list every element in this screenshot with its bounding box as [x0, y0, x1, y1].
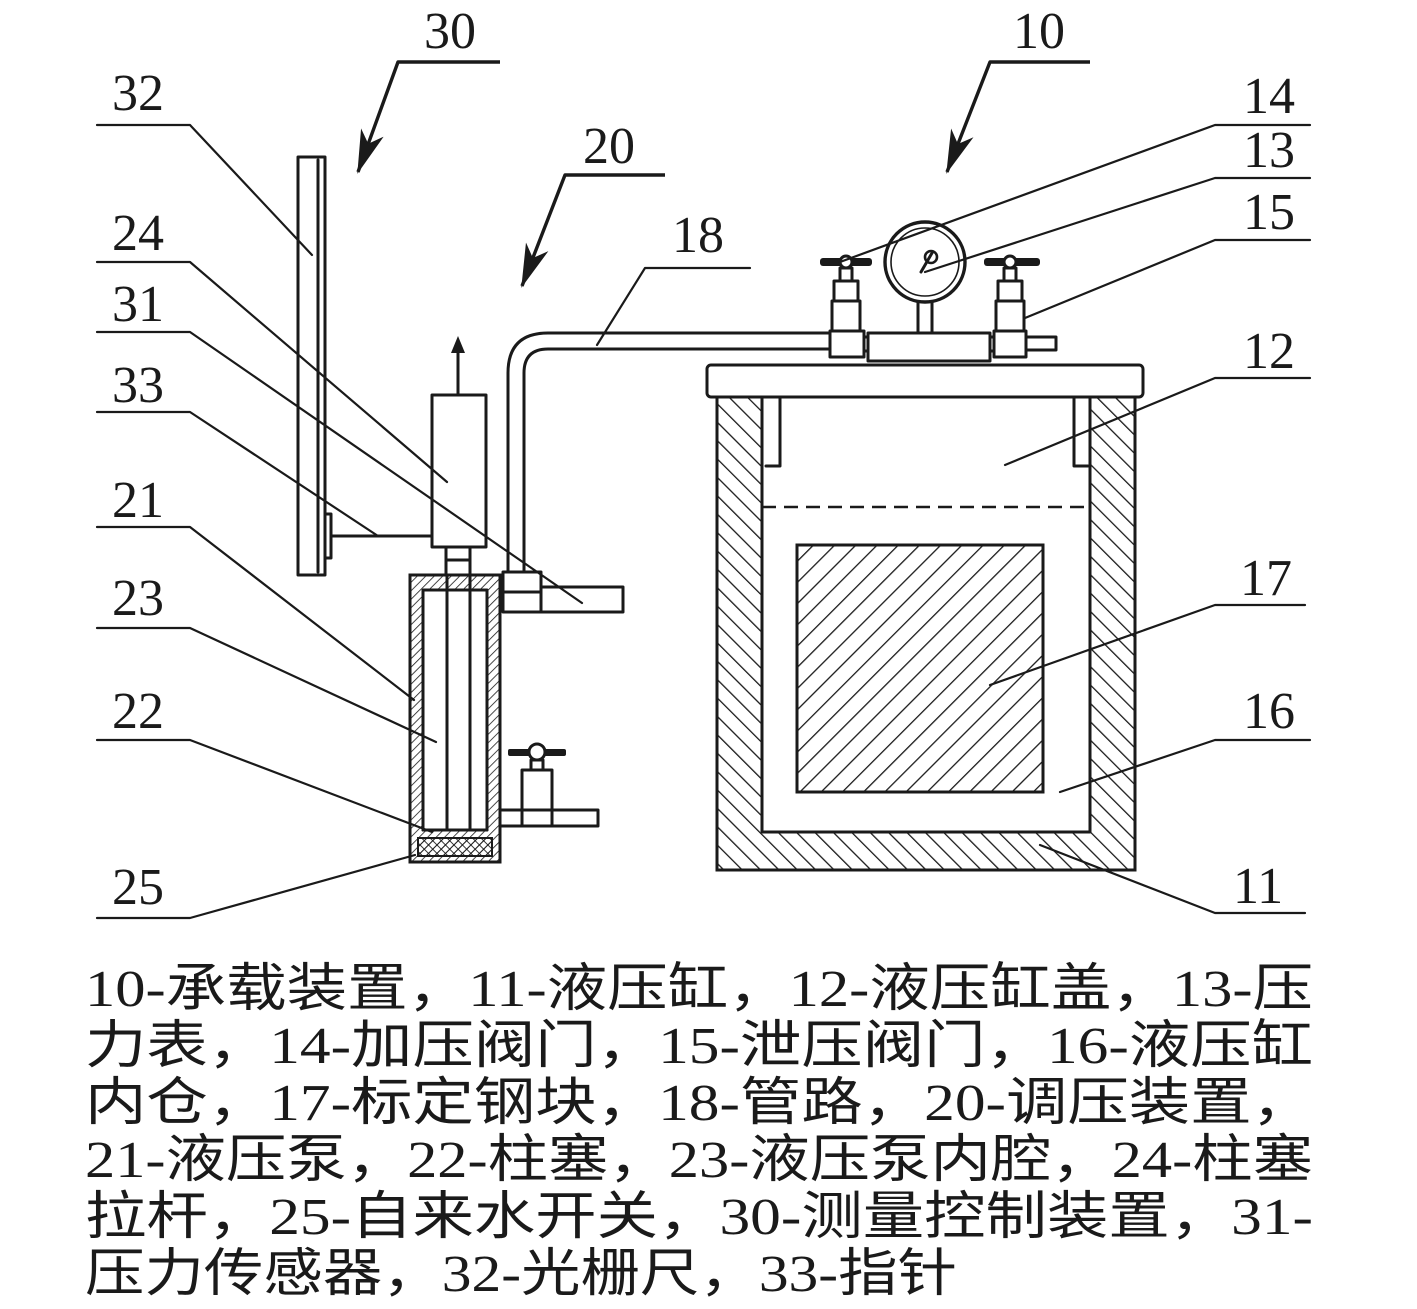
- pull-direction-arrowhead: [451, 336, 465, 353]
- grating-scale: [296, 155, 327, 577]
- label-31: 31: [112, 276, 164, 333]
- leader-line-33: [95, 410, 380, 538]
- relief-valve-hub: [1002, 254, 1018, 270]
- label-15: 15: [1243, 184, 1295, 241]
- pump-inner-cavity: [421, 588, 489, 832]
- pressure-gauge: [883, 220, 967, 335]
- pressure-sensor: [498, 570, 625, 614]
- label-32: 32: [112, 65, 164, 122]
- cover-skirt-right: [1072, 395, 1090, 468]
- caption-line-5: 拉杆，25-自来水开关，30-测量控制装置，31-: [85, 1189, 1313, 1246]
- gauge-needle-pivot: [923, 249, 939, 265]
- leader-line-18: [595, 266, 752, 347]
- leader-arrow-30: [356, 60, 500, 174]
- label-25: 25: [112, 859, 164, 916]
- relief-valve-port: [988, 335, 996, 353]
- label-21: 21: [112, 472, 164, 529]
- pressurizing-valve: [820, 254, 872, 359]
- pressurizing-valve-packing: [830, 299, 862, 333]
- cover-skirt-left: [764, 395, 782, 468]
- label-30: 30: [424, 3, 476, 60]
- label-10: 10: [1013, 3, 1065, 60]
- leader-line-31: [95, 330, 584, 605]
- pressure-relief-valve: [984, 254, 1058, 359]
- relief-valve-packing: [994, 299, 1026, 333]
- cover-plate: [705, 363, 1145, 399]
- pipeline: [506, 331, 834, 574]
- relief-valve-stem: [1002, 266, 1018, 283]
- leader-line-23: [95, 626, 438, 744]
- cylinder-cover: [705, 363, 1145, 468]
- hydraulic-cylinder: [715, 395, 1137, 872]
- grating-scale-body: [296, 155, 327, 577]
- pressurizing-valve-stem: [838, 266, 854, 283]
- figure-caption: 10-承载装置，11-液压缸，12-液压缸盖，13-压 力表，14-加压阀门，1…: [85, 960, 1313, 1303]
- caption-line-6: 压力传感器，32-光栅尺，33-指针: [85, 1246, 957, 1303]
- hydraulic-pump: [408, 573, 502, 864]
- leader-line-24: [95, 260, 449, 484]
- leader-line-13: [923, 176, 1312, 274]
- label-16: 16: [1243, 683, 1295, 740]
- label-20: 20: [583, 118, 635, 175]
- tap-body: [520, 768, 554, 812]
- tap-outlet: [498, 808, 600, 828]
- calibration-steel-block: [795, 543, 1045, 794]
- leader-line-12: [1003, 376, 1312, 467]
- tap-water-switch: [498, 742, 600, 828]
- leader-line-11: [1038, 843, 1307, 915]
- pressurizing-valve-port: [862, 335, 870, 353]
- sensor-body: [539, 585, 625, 614]
- leader-line-25: [95, 853, 417, 920]
- leader-line-17: [988, 603, 1307, 687]
- leader-line-22: [95, 738, 434, 834]
- label-23: 23: [112, 570, 164, 627]
- caption-line-2: 力表，14-加压阀门，15-泄压阀门，16-液压缸: [85, 1017, 1313, 1075]
- gauge-stem: [916, 298, 934, 335]
- caption-line-4: 21-液压泵，22-柱塞，23-液压泵内腔，24-柱塞: [85, 1132, 1313, 1189]
- leader-line-32: [95, 123, 314, 257]
- relief-valve-outlet: [1024, 335, 1058, 352]
- pressurizing-valve-body: [828, 329, 866, 359]
- label-17: 17: [1240, 550, 1292, 607]
- label-33: 33: [112, 357, 164, 414]
- label-18: 18: [672, 207, 724, 264]
- gauge-dial: [883, 220, 967, 304]
- leader-arrow-20: [520, 173, 665, 288]
- pointer: [323, 512, 434, 560]
- pipeline-inner-wall: [522, 347, 834, 574]
- leader-line-16: [1058, 738, 1312, 794]
- leader-line-21: [95, 525, 416, 702]
- pipeline-outer-wall: [506, 331, 834, 574]
- leader-line-14: [838, 123, 1312, 264]
- relief-valve-body: [992, 329, 1028, 359]
- label-22: 22: [112, 683, 164, 740]
- label-12: 12: [1243, 323, 1295, 380]
- manifold-body: [866, 331, 992, 363]
- relief-valve-bonnet: [996, 279, 1024, 303]
- plunger-pull-rod-assembly: [430, 336, 488, 577]
- tap-handwheel-hub: [527, 742, 547, 762]
- pull-rod-housing: [430, 393, 488, 549]
- pressurizing-valve-bonnet: [832, 279, 860, 303]
- caption-line-1: 10-承载装置，11-液压缸，12-液压缸盖，13-压: [85, 960, 1313, 1018]
- leader-line-15: [1023, 238, 1312, 320]
- plunger-head: [417, 837, 493, 857]
- label-13: 13: [1243, 122, 1295, 179]
- caption-line-3: 内仓，17-标定钢块，18-管路，20-调压装置，: [85, 1075, 1313, 1132]
- leader-arrow-10: [945, 60, 1090, 174]
- label-14: 14: [1243, 68, 1295, 125]
- label-24: 24: [112, 205, 164, 262]
- label-11: 11: [1233, 858, 1283, 915]
- manifold-block: [866, 331, 992, 363]
